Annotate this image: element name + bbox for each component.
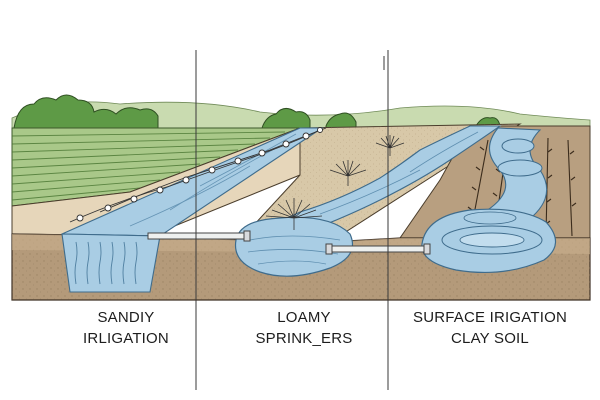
section-label-line: IRLIGATION: [83, 330, 169, 347]
section-label-line: CLAY SOIL: [451, 330, 529, 347]
pipe-icon: [147, 230, 431, 255]
section-label-sandy: SANDIY IRLIGATION: [36, 307, 216, 349]
section-label-clay: SURFACE IRIGATION CLAY SOIL: [400, 307, 580, 349]
dripper-icon: [69, 127, 327, 223]
section-label-loamy: LOAMY SPRINK_ERS: [214, 307, 394, 349]
section-divider: [195, 50, 389, 390]
section-label-line: SURFACE IRIGATION: [413, 309, 567, 326]
seepage-column: [61, 233, 161, 293]
section-label-line: SPRINK_ERS: [255, 330, 353, 347]
sprinkler-icon: [265, 135, 405, 230]
section-label-line: SANDIY: [97, 309, 155, 326]
loamy-reservoir: [234, 216, 354, 277]
tree-line-left: [13, 94, 501, 133]
section-label-line: LOAMY: [277, 309, 331, 326]
